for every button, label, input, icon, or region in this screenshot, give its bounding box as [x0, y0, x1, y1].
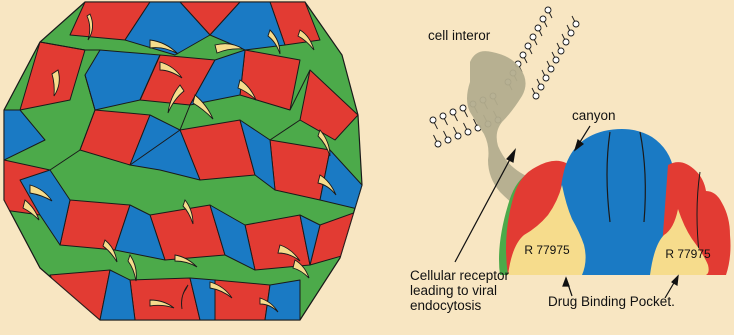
lipid-outer-head — [440, 113, 446, 119]
lipid-outer-head — [535, 25, 541, 31]
lipid-outer-head — [460, 105, 466, 111]
lipid-inner-head — [548, 66, 554, 72]
virus-capsid — [4, 2, 362, 320]
lipid-inner-head — [445, 137, 451, 143]
lipid-outer-head — [430, 117, 436, 123]
lipid-inner-head — [435, 141, 441, 147]
lipid-inner-head — [538, 84, 544, 90]
lipid-inner-head — [563, 39, 569, 45]
lipid-outer-head — [530, 34, 536, 40]
cellular-receptor-label: Cellular receptor leading to viral endoc… — [410, 268, 532, 313]
drug-binding-pocket-label: Drug Binding Pocket. — [548, 294, 675, 309]
compound-label-right: R 77975 — [653, 247, 723, 261]
lipid-inner-head — [553, 57, 559, 63]
lipid-inner-head — [558, 48, 564, 54]
lipid-inner-head — [455, 133, 461, 139]
lipid-outer-head — [545, 7, 551, 13]
cell-interior-label: cell interor — [428, 28, 490, 43]
lipid-outer-head — [540, 16, 546, 22]
canyon-label: canyon — [572, 108, 616, 123]
compound-label-left: R 77975 — [512, 243, 582, 257]
lipid-outer-head — [525, 43, 531, 49]
lipid-outer-head — [520, 52, 526, 58]
lipid-inner-head — [543, 75, 549, 81]
lipid-inner-head — [465, 129, 471, 135]
lipid-inner-head — [573, 21, 579, 27]
lipid-outer-head — [450, 109, 456, 115]
lipid-inner-head — [533, 93, 539, 99]
lipid-inner-head — [568, 30, 574, 36]
